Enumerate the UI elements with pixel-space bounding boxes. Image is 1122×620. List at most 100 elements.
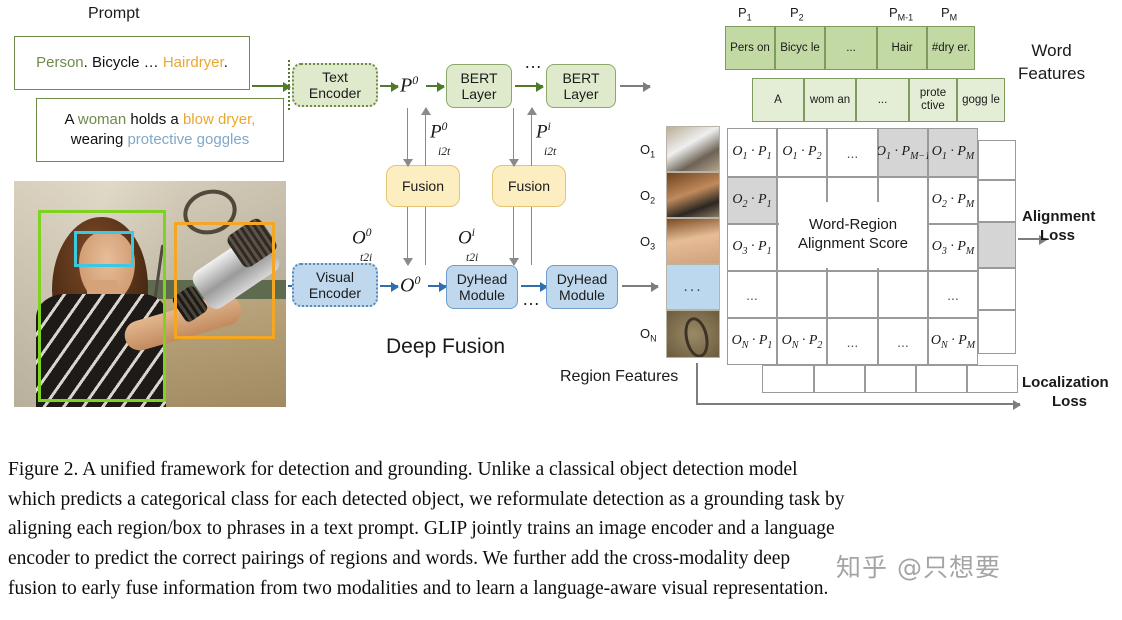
alignment-loss-label: Alignment Loss bbox=[1022, 208, 1096, 244]
word-features-row-detection: Pers on Bicyc le ... Hair #dry er. bbox=[725, 26, 975, 70]
figure-caption: Figure 2. A unified framework for detect… bbox=[8, 455, 1114, 603]
dyhead-module-1: DyHead Module bbox=[446, 265, 518, 309]
text-encoder-label: Text Encoder bbox=[308, 68, 362, 101]
matrix-cell-r3c1: O3 · P1 bbox=[727, 224, 777, 271]
loc-box-3 bbox=[865, 365, 916, 393]
caption-line-5: fusion to early fuse information from tw… bbox=[8, 577, 829, 599]
o0-label: O0 bbox=[400, 273, 421, 297]
loss-box-2 bbox=[978, 180, 1016, 222]
loc-box-1 bbox=[762, 365, 814, 393]
word-features-label: Word Features bbox=[1018, 41, 1086, 83]
caption-line-4: encoder to predict the correct pairings … bbox=[8, 547, 791, 569]
line-bert2-down-to-fusion2 bbox=[508, 108, 519, 167]
prompt-word-hairdryer: Hairdryer bbox=[162, 53, 224, 71]
arrow-bert1-to-bert2 bbox=[515, 82, 544, 92]
region-label-on: ON bbox=[640, 326, 657, 344]
region-thumb-1 bbox=[666, 126, 720, 172]
matrix-cell-r5c5: ON · PM bbox=[928, 318, 978, 365]
matrix-cell-r4c3 bbox=[827, 271, 878, 318]
region-label-o2: O2 bbox=[640, 188, 656, 206]
arrow-bert2-out bbox=[620, 82, 651, 92]
figure-diagram: Prompt Person. Bicycle … Hairdryer. A wo… bbox=[0, 0, 1122, 448]
matrix-cell-r4c4 bbox=[878, 271, 928, 318]
ground-a: A bbox=[64, 110, 78, 128]
watermark: 知乎 @只想要 bbox=[836, 553, 1001, 582]
dyhead-ellipsis: … bbox=[522, 289, 541, 309]
o-t2i-0-label: O0 t2i bbox=[352, 227, 373, 264]
line-fusion1-down-to-dyhead1 bbox=[402, 207, 413, 266]
region-label-o1: O1 bbox=[640, 142, 656, 160]
loss-box-4 bbox=[978, 268, 1016, 310]
deep-fusion-label: Deep Fusion bbox=[386, 335, 506, 358]
loc-box-2 bbox=[814, 365, 865, 393]
ground-holds: holds a bbox=[126, 110, 183, 128]
bert-layer-1-label: BERT Layer bbox=[460, 69, 498, 102]
region-thumb-ellipsis: ... bbox=[666, 264, 720, 310]
visual-encoder-label: Visual Encoder bbox=[308, 268, 362, 301]
matrix-cell-r1c4: O1 · PM−1 bbox=[876, 128, 930, 177]
word-region-alignment-matrix: O1 · PM−1 O1 · PM O1 · P1 O1 · P2 ... O2… bbox=[727, 128, 978, 365]
region-feature-strip: ... bbox=[666, 126, 720, 358]
word-cell-gnd-4: gogg le bbox=[957, 78, 1005, 122]
o-t2i-i-label: Oi t2i bbox=[458, 227, 479, 264]
localization-bracket-vertical bbox=[696, 363, 698, 405]
matrix-cell-r1c2: O1 · P2 bbox=[777, 128, 827, 177]
prompt-word-person: Person bbox=[36, 53, 84, 71]
region-features-label: Region Features bbox=[560, 368, 679, 385]
bbox-protective-goggles bbox=[73, 230, 134, 267]
line-dyhead1-up-to-fusion1 bbox=[425, 207, 426, 265]
line-fusion2-down-to-dyhead2 bbox=[508, 207, 519, 266]
p-i2t-i-label: Pi i2t bbox=[536, 121, 557, 158]
detection-prompt-text: Person. Bicycle … Hairdryer. bbox=[36, 53, 228, 73]
matrix-cell-r5c3: ... bbox=[827, 318, 878, 365]
detection-prompt-box: Person. Bicycle … Hairdryer. bbox=[14, 36, 250, 90]
matrix-cell-r1c3: ... bbox=[827, 128, 878, 177]
word-cell-gnd-2: ... bbox=[856, 78, 909, 122]
bert-layer-1: BERT Layer bbox=[446, 64, 512, 108]
ground-blow-dryer: blow dryer, bbox=[182, 110, 256, 128]
line-bert1-down-to-fusion1 bbox=[402, 108, 413, 167]
loss-box-1 bbox=[978, 140, 1016, 180]
bert-layer-2: BERT Layer bbox=[546, 64, 616, 108]
word-header-p2: P2 bbox=[790, 5, 804, 23]
text-encoder-module: Text Encoder bbox=[292, 63, 378, 107]
word-cell-det-3: Hair bbox=[877, 26, 927, 70]
loss-box-3-highlighted bbox=[978, 222, 1016, 268]
prompt-word-bicycle: Bicycle bbox=[91, 53, 140, 71]
arrow-dyhead2-to-regions bbox=[622, 282, 659, 292]
loc-box-4 bbox=[916, 365, 967, 393]
matrix-cell-r5c4: ... bbox=[878, 318, 928, 365]
grounding-prompt-text: A woman holds a blow dryer, wearing prot… bbox=[65, 110, 256, 151]
bert-layer-2-label: BERT Layer bbox=[562, 69, 600, 102]
caption-line-1: Figure 2. A unified framework for detect… bbox=[8, 459, 798, 480]
fusion-module-1: Fusion bbox=[386, 165, 460, 207]
matrix-cell-r2c5: O2 · PM bbox=[928, 177, 978, 224]
arrow-p0-to-bert-1 bbox=[426, 82, 445, 92]
ground-goggles: protective goggles bbox=[127, 131, 250, 148]
region-label-o3: O3 bbox=[640, 234, 656, 252]
matrix-cell-r4c2 bbox=[777, 271, 827, 318]
matrix-cell-r1c5: O1 · PM bbox=[928, 128, 978, 177]
matrix-cell-r2c1: O2 · P1 bbox=[727, 177, 777, 224]
word-cell-det-4: #dry er. bbox=[927, 26, 975, 70]
word-cell-det-0: Pers on bbox=[725, 26, 775, 70]
arrow-visual-encoder-to-o0 bbox=[380, 282, 399, 292]
grounding-prompt-line-2: wearing protective goggles bbox=[65, 130, 256, 150]
localization-box-row bbox=[762, 365, 1018, 393]
caption-line-3: aligning each region/box to phrases in a… bbox=[8, 518, 835, 540]
matrix-cell-r1c1: O1 · P1 bbox=[727, 128, 777, 177]
arrow-text-encoder-to-p0 bbox=[380, 82, 399, 92]
prompt-title: Prompt bbox=[88, 5, 140, 22]
word-cell-gnd-1: wom an bbox=[804, 78, 856, 122]
photo-torso bbox=[35, 294, 166, 407]
grounding-prompt-box: A woman holds a blow dryer, wearing prot… bbox=[36, 98, 284, 162]
fusion-2-label: Fusion bbox=[507, 177, 551, 194]
prompt-ellipsis: … bbox=[139, 53, 163, 71]
line-dyhead2-up-to-fusion2 bbox=[531, 207, 532, 265]
loc-box-5 bbox=[967, 365, 1018, 393]
arrow-o0-to-dyhead-1 bbox=[428, 282, 447, 292]
word-features-row-grounding: A wom an ... prote ctive gogg le bbox=[752, 78, 1005, 122]
bbox-person bbox=[38, 210, 167, 403]
word-cell-det-1: Bicyc le bbox=[775, 26, 825, 70]
region-thumb-2 bbox=[666, 172, 720, 218]
